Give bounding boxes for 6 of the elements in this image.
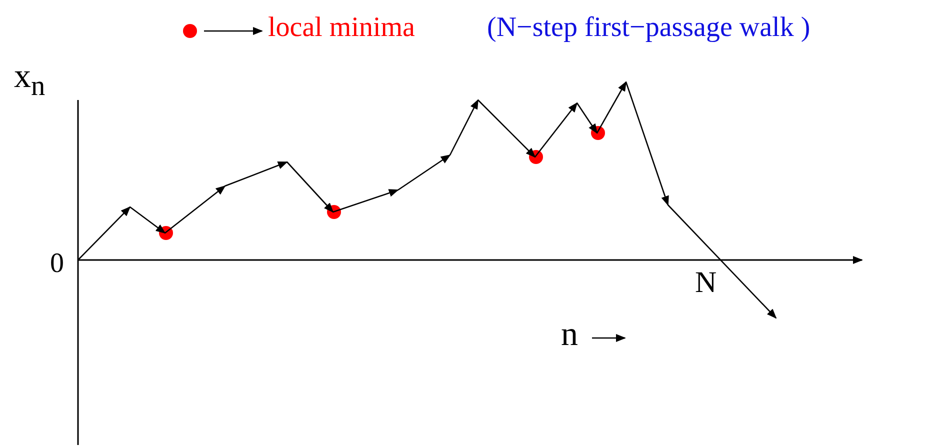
- x-axis-label: n: [561, 318, 578, 352]
- legend-label: local minima: [268, 14, 415, 42]
- subtitle-note: (N−step first−passage walk ): [487, 14, 810, 42]
- y-axis-label: x$_{n}$: [14, 60, 46, 102]
- endpoint-label: N: [695, 268, 717, 298]
- origin-label: 0: [50, 250, 64, 278]
